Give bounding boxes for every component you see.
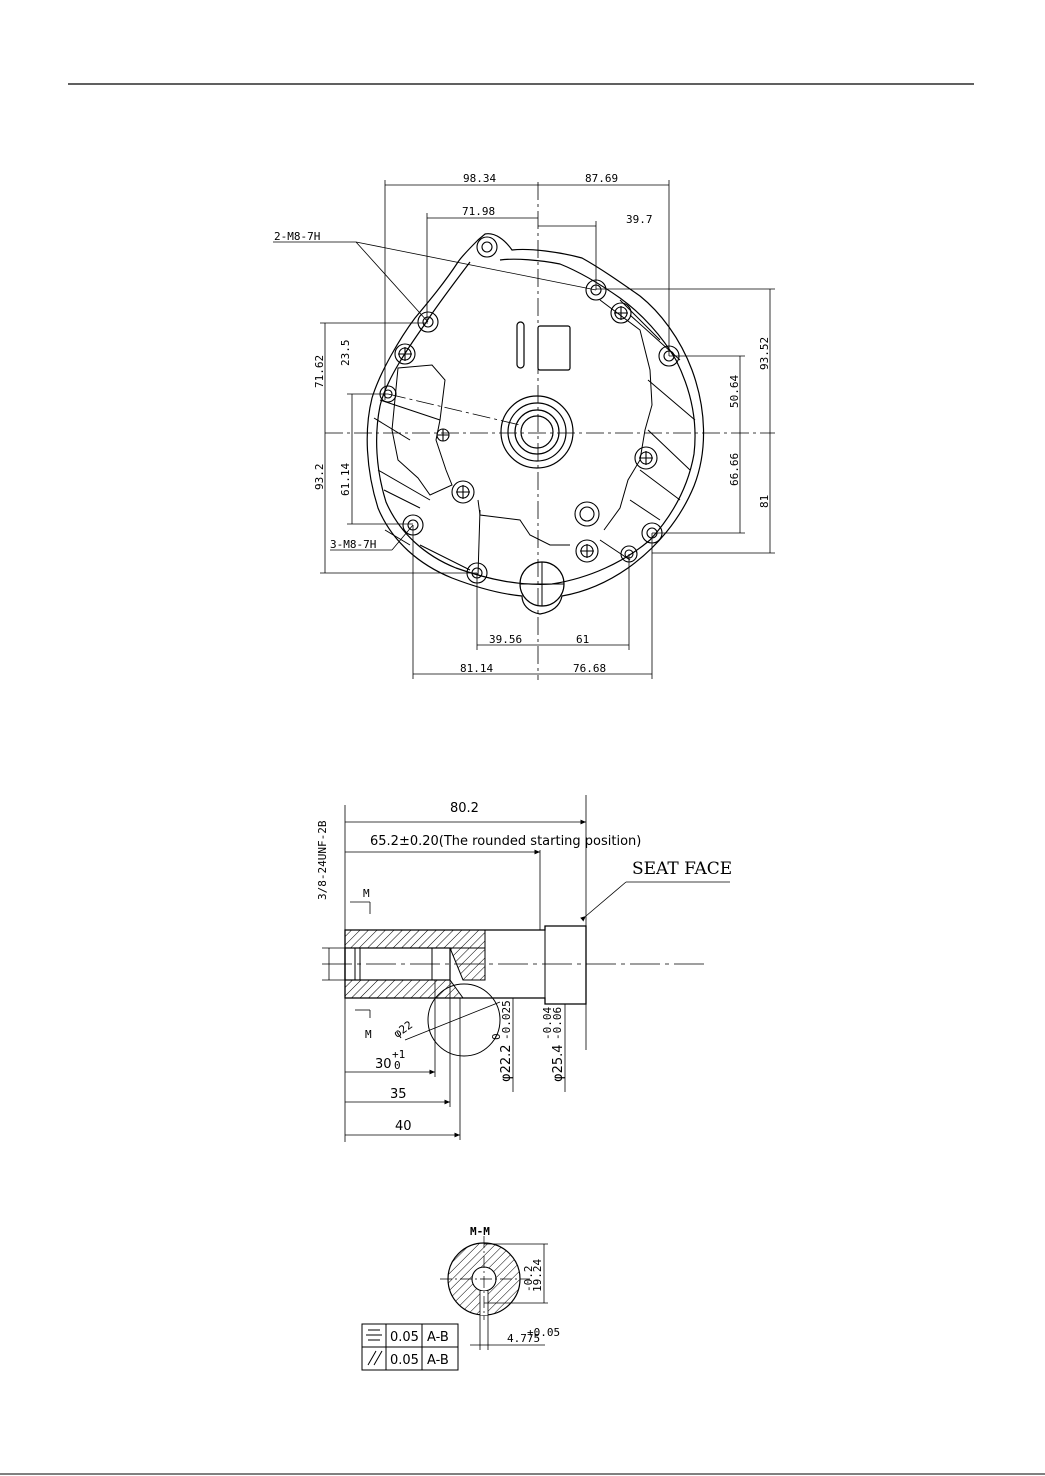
seat-face-label: SEAT FACE [632,859,732,879]
dim-61-14: 61.14 [339,463,352,496]
dim-98-34: 98.34 [463,172,496,185]
dim-81: 81 [758,495,771,508]
housing-outline [367,234,703,614]
top-view [325,182,775,680]
dim-phi25-4: φ25.4 [551,1044,566,1082]
dim-81-14: 81.14 [460,662,493,675]
dim-19-24-tol: -0.2 [522,1266,535,1293]
section-mark-bottom: M [365,1028,372,1041]
dim-23-5: 23.5 [339,340,352,367]
tol-row-1-value: 0.05 [390,1330,419,1345]
thread-spec: 3/8-24UNF-2B [316,820,329,900]
dim-50-64: 50.64 [728,375,741,408]
callout-2-m8: 2-M8-7H [274,230,320,243]
tolerance-frame-labels: 0.05 A-B 0.05 A-B [390,1330,449,1368]
tol-row-1-datum: A-B [427,1330,449,1345]
dim-angle: 30 [375,1057,392,1072]
dim-39-56: 39.56 [489,633,522,646]
mm-title: M-M [470,1225,490,1238]
dim-66-66: 66.66 [728,453,741,486]
dim-61: 61 [576,633,589,646]
dim-4-775-tol: +0.05 [527,1326,560,1339]
dim-65-2: 65.2±0.20(The rounded starting position) [370,834,641,849]
dim-71-62: 71.62 [313,355,326,388]
dim-phi22-2-tol-lower: -0.025 [500,1000,513,1040]
tol-row-2-value: 0.05 [390,1353,419,1368]
dim-87-69: 87.69 [585,172,618,185]
dim-40: 40 [395,1119,412,1134]
callout-3-m8: 3-M8-7H [330,538,376,551]
dim-71-98: 71.98 [462,205,495,218]
dim-35: 35 [390,1087,407,1102]
section-view-labels: 80.2 65.2±0.20(The rounded starting posi… [316,801,732,1134]
dim-phi22-2: φ22.2 [499,1044,514,1082]
dim-phi25-4-tol-lower: -0.06 [551,1007,564,1040]
parallelism-icon [368,1351,382,1365]
dim-93-2: 93.2 [313,464,326,491]
dim-76-68: 76.68 [573,662,606,675]
dim-80-2: 80.2 [450,801,479,816]
section-mark-top: M [363,887,370,900]
dim-93-52: 93.52 [758,337,771,370]
tol-row-2-datum: A-B [427,1353,449,1368]
dim-angle-tol-lower: 0 [394,1059,401,1072]
symmetry-icon [366,1330,382,1340]
dim-39-7: 39.7 [626,213,653,226]
